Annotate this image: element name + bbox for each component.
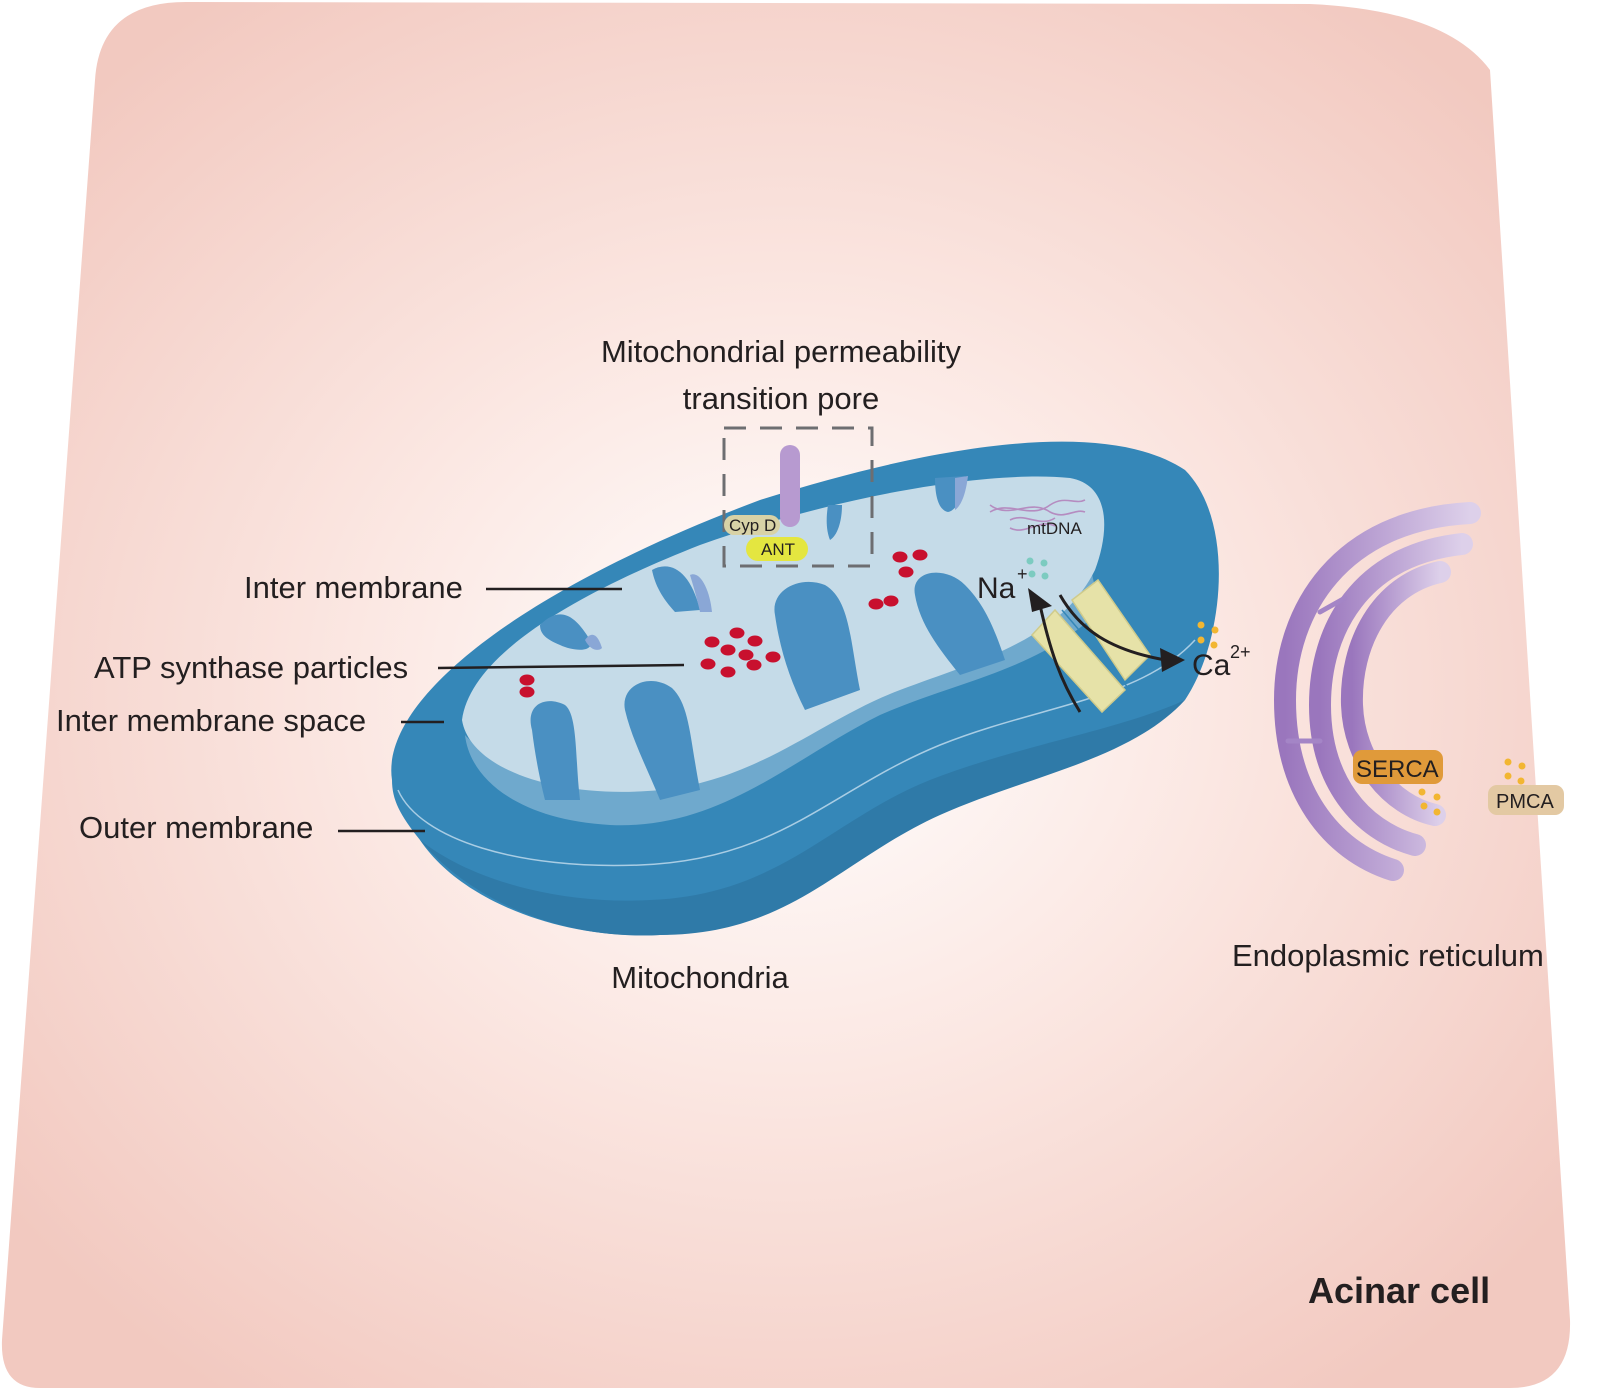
serca-label: SERCA bbox=[1356, 756, 1439, 783]
crista-1 bbox=[530, 701, 580, 800]
atp-particle bbox=[519, 686, 535, 698]
na-ion bbox=[1028, 570, 1036, 578]
na-label: Na bbox=[977, 572, 1016, 605]
ca-ion bbox=[1504, 758, 1512, 766]
ca-ion bbox=[1517, 777, 1525, 785]
ca-ion bbox=[1504, 772, 1512, 780]
na-ion bbox=[1026, 557, 1034, 565]
mptp-dashed-box bbox=[722, 426, 874, 568]
na-charge-label: + bbox=[1017, 564, 1028, 584]
mptp-title-line2: transition pore bbox=[683, 381, 879, 416]
atp-particle bbox=[738, 649, 754, 661]
atp-particle bbox=[765, 651, 781, 663]
ca-charge-label: 2+ bbox=[1230, 642, 1251, 662]
endoplasmic-reticulum bbox=[1273, 502, 1481, 881]
atp-particle bbox=[720, 644, 736, 656]
crista-edge-3 bbox=[955, 476, 968, 510]
mtdna-helix bbox=[989, 499, 1086, 531]
mitochondrion: mtDNA bbox=[391, 441, 1219, 936]
na-arrow-head bbox=[1028, 588, 1052, 612]
atp-particle bbox=[519, 674, 535, 686]
ca-ion bbox=[1211, 626, 1219, 634]
crista-top-4 bbox=[826, 505, 842, 540]
crista-top-1 bbox=[540, 614, 591, 650]
ca-ion bbox=[1418, 788, 1426, 796]
atp-particle bbox=[720, 666, 736, 678]
pmca-label: PMCA bbox=[1496, 791, 1554, 813]
mitochondrion-outer-membrane-lower bbox=[420, 700, 1185, 936]
ca-ions bbox=[1197, 621, 1526, 816]
atp-particle bbox=[883, 595, 899, 607]
ca-ion bbox=[1420, 802, 1428, 810]
cyp-d-label: Cyp D bbox=[729, 516, 776, 535]
atp-particle bbox=[898, 566, 914, 578]
cristae bbox=[530, 476, 1005, 800]
atp-particle bbox=[912, 549, 928, 561]
atp-particle bbox=[700, 658, 716, 670]
atp-particle bbox=[892, 551, 908, 563]
mptp-channel bbox=[780, 445, 800, 527]
crista-edge-1 bbox=[585, 634, 602, 650]
na-ion bbox=[1040, 559, 1048, 567]
serca-pump bbox=[1353, 750, 1443, 784]
ant-protein bbox=[746, 537, 808, 561]
na-ion bbox=[1041, 572, 1049, 580]
ca-efflux-arrow bbox=[1058, 594, 1166, 662]
crista-top-2 bbox=[652, 566, 700, 612]
ant-label: ANT bbox=[761, 540, 795, 559]
ca-ion bbox=[1433, 793, 1441, 801]
acinar-cell-label: Acinar cell bbox=[1308, 1270, 1490, 1311]
crista-edge-2 bbox=[690, 574, 712, 612]
na-ions bbox=[1026, 557, 1049, 580]
inter-membrane-label: Inter membrane bbox=[244, 570, 463, 605]
outer-membrane-label: Outer membrane bbox=[79, 810, 313, 845]
mptp-complex: Cyp D ANT bbox=[722, 426, 874, 568]
ca-label: Ca bbox=[1192, 649, 1231, 682]
ca-ion bbox=[1197, 621, 1205, 629]
leader-atp-synthase bbox=[437, 663, 685, 670]
inter-membrane-floor bbox=[465, 565, 1100, 826]
crista-4 bbox=[914, 572, 1005, 675]
atp-synthase-label: ATP synthase particles bbox=[94, 650, 408, 685]
atp-particle bbox=[868, 598, 884, 610]
na-ca-exchanger bbox=[1030, 578, 1151, 714]
exchanger-left-barrel bbox=[1030, 608, 1127, 714]
ca-arrow-head bbox=[1160, 648, 1185, 672]
mitochondria-label: Mitochondria bbox=[611, 960, 789, 995]
atp-particle bbox=[746, 659, 762, 671]
ca-ion bbox=[1210, 641, 1218, 649]
er-membrane-outer bbox=[1273, 502, 1481, 881]
atp-particle bbox=[747, 635, 763, 647]
er-membrane-inner bbox=[1340, 561, 1451, 826]
pmca-pump bbox=[1488, 785, 1564, 815]
crista-2 bbox=[624, 680, 700, 800]
inter-membrane-space-label: Inter membrane space bbox=[56, 703, 366, 738]
ca-ion bbox=[1433, 808, 1441, 816]
er-membrane-middle bbox=[1308, 533, 1473, 856]
ca-ion bbox=[1518, 762, 1526, 770]
atp-particle bbox=[704, 636, 720, 648]
mtdna-label: mtDNA bbox=[1027, 519, 1082, 538]
endoplasmic-reticulum-label: Endoplasmic reticulum bbox=[1232, 938, 1544, 973]
exchanger-right-barrel bbox=[1070, 578, 1151, 682]
outer-membrane-rim bbox=[397, 639, 1196, 867]
na-influx-arrow bbox=[1038, 604, 1082, 713]
atp-particle bbox=[729, 627, 745, 639]
mptp-title-line1: Mitochondrial permeability bbox=[601, 334, 962, 369]
atp-synthase-particles bbox=[519, 549, 928, 698]
cristae-edges bbox=[585, 476, 968, 650]
er-bridge bbox=[1317, 595, 1348, 615]
ca-ion bbox=[1197, 636, 1205, 644]
crista-3 bbox=[774, 581, 860, 710]
cyp-d-protein bbox=[724, 515, 780, 535]
